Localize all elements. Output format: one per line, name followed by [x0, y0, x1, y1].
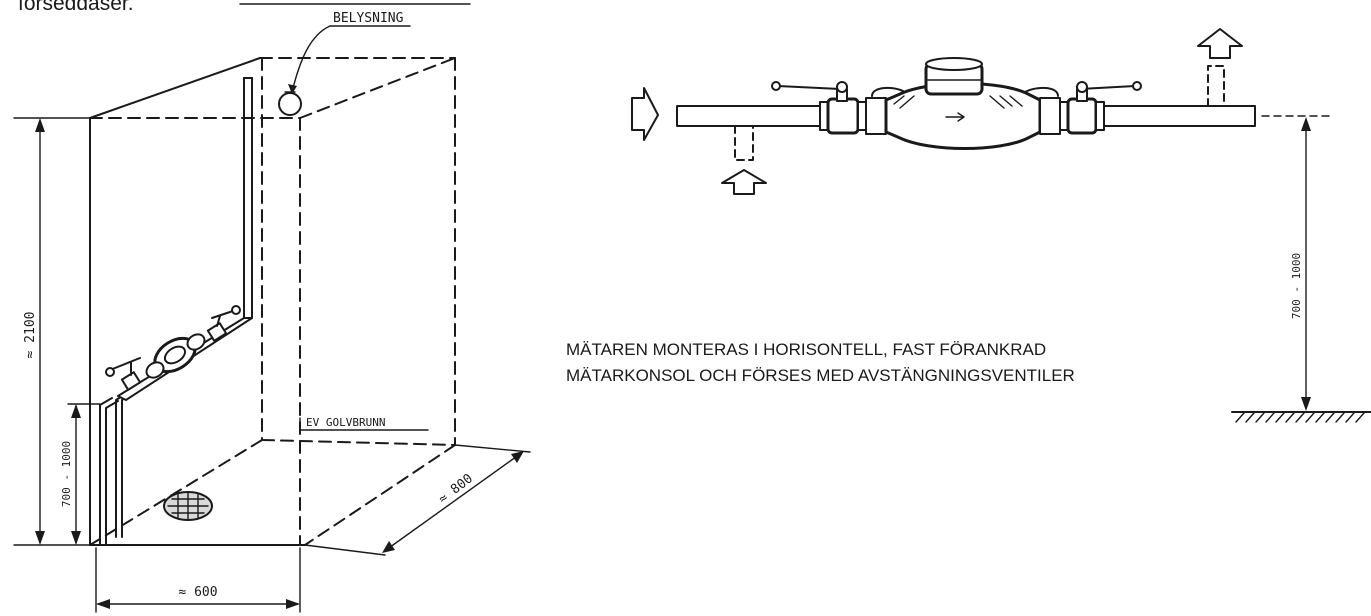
room-depth-ext-back	[454, 444, 531, 453]
room-valve-upper-knob	[231, 305, 241, 315]
left-branch-arrow	[721, 169, 767, 195]
ceiling-diagonal	[299, 57, 456, 119]
meter-installation	[631, 28, 1256, 195]
water-meter-hatching	[893, 95, 1023, 109]
room-valve-lower-handle	[109, 357, 141, 371]
floor-right-diagonal	[304, 444, 456, 546]
left-pipe	[676, 105, 821, 127]
light-leader-arrowhead	[288, 84, 297, 94]
installation-height-arrow-top	[1301, 117, 1311, 131]
installation-height-arrow-bottom	[1301, 397, 1311, 411]
outlet-pipe-b	[121, 395, 129, 538]
light-leader	[291, 25, 331, 93]
installation-note-line-2: MÄTARKONSOL OCH FÖRSES MED AVSTÄNGNINGSV…	[566, 366, 1075, 385]
ground-line	[1231, 411, 1371, 423]
installation-note-line-1: MÄTAREN MONTERAS I HORISONTELL, FAST FÖR…	[566, 340, 1046, 359]
meter-room: BELYSNING EV GOLVBRUNN	[89, 11, 456, 546]
right-valve-body	[1066, 97, 1098, 135]
right-valve-handle	[1079, 85, 1136, 90]
room-width-arrow-left	[96, 599, 110, 609]
room-height-dimension: ≈ 2100	[13, 117, 91, 546]
room-depth-dimension: ≈ 800	[304, 444, 531, 556]
installation-height-label: 700 - 1000	[1290, 253, 1303, 319]
room-meter-coupling-right	[186, 333, 206, 351]
right-coupling	[1039, 97, 1061, 135]
outlet-flow-arrow	[1197, 28, 1243, 59]
left-valve-nut-b	[857, 101, 867, 131]
room-valve-upper	[206, 322, 228, 342]
flow-direction-arrow	[945, 112, 965, 122]
inlet-pipe-left	[99, 397, 113, 546]
room-width-arrow-right	[286, 599, 300, 609]
light-label: BELYSNING	[333, 11, 404, 26]
light-fixture	[278, 92, 302, 116]
drain-label: EV GOLVBRUNN	[306, 416, 385, 429]
floor-back-edge	[261, 439, 456, 446]
left-valve-handle	[777, 85, 841, 90]
meter-height-arrow-top	[71, 404, 81, 418]
meter-height-dimension: 700 - 1000	[60, 403, 101, 545]
room-width-label: ≈ 600	[178, 585, 217, 600]
left-coupling-seal	[871, 86, 906, 97]
room-depth-line	[385, 453, 521, 551]
floor-left-diagonal	[89, 439, 263, 546]
left-coupling	[865, 97, 887, 135]
water-meter-lid	[925, 57, 983, 71]
room-meter-coupling-left	[145, 361, 165, 379]
room-depth-arrow-back	[511, 451, 524, 463]
room-valve-upper-stem	[216, 315, 221, 327]
right-pipe	[1103, 105, 1256, 127]
inlet-flow-arrow	[631, 87, 659, 141]
inlet-pipe-right	[105, 400, 119, 546]
right-valve-handle-knob	[1132, 81, 1142, 91]
room-height-label: ≈ 2100	[23, 312, 38, 359]
room-depth-ext-front	[304, 544, 386, 556]
left-valve-handle-knob	[771, 81, 781, 91]
room-valve-lower	[120, 371, 142, 391]
room-valve-lower-knob	[105, 367, 115, 377]
room-depth-arrow-front	[382, 541, 395, 553]
right-branch-dashed	[1207, 65, 1225, 107]
meter-height-arrow-bottom	[71, 531, 81, 545]
right-coupling-seal	[1024, 86, 1059, 97]
meter-height-label: 700 - 1000	[60, 441, 73, 507]
left-valve-cap	[836, 81, 848, 93]
wall-top-edge	[89, 57, 261, 119]
right-valve-nut-b	[1095, 101, 1105, 131]
room-meter-dial	[163, 345, 187, 365]
left-valve-body	[826, 97, 860, 135]
installation-height-dimension: 700 - 1000	[1261, 115, 1331, 411]
left-branch-dashed	[734, 125, 754, 161]
room-height-arrow-top	[35, 118, 45, 132]
ground-hatching	[1235, 412, 1365, 423]
room-width-dimension: ≈ 600	[95, 547, 301, 613]
room-height-arrow-bottom	[35, 531, 45, 545]
header-cut-text: förseddaser.	[18, 0, 134, 15]
right-valve-cap	[1076, 81, 1088, 93]
